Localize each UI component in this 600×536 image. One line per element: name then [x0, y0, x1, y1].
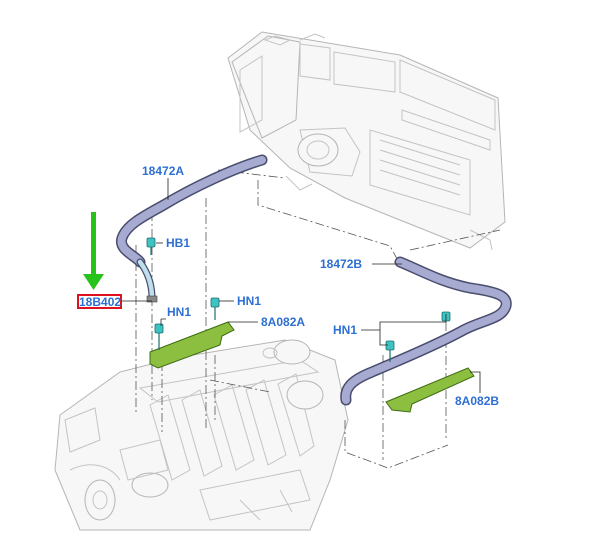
clip-hn1-right-2: [385, 340, 395, 362]
callout-hn1-right: HN1: [333, 323, 357, 337]
clip-hn1-upper: [210, 297, 220, 320]
callout-18472b: 18472B: [320, 257, 362, 271]
bracket-8a082b: [385, 367, 475, 413]
clip-hb1: [146, 237, 156, 255]
callout-8a082a: 8A082A: [261, 315, 305, 329]
fitting-18b402: [136, 258, 158, 303]
hvac-module-illustration: [227, 31, 506, 251]
engine-illustration: [54, 339, 349, 531]
highlight-box: [77, 294, 122, 309]
bracket-8a082a: [149, 321, 235, 369]
heater-hose-18472b: [340, 256, 512, 406]
leader-lines: [121, 178, 481, 393]
pointer-arrow-icon: [83, 212, 104, 290]
callout-18472a: 18472A: [142, 164, 184, 178]
callout-hn1-upper: HN1: [237, 294, 261, 308]
callout-hn1-left: HN1: [167, 305, 191, 319]
clip-hn1-left: [154, 323, 164, 350]
callout-hb1: HB1: [166, 236, 190, 250]
callout-8a082b: 8A082B: [455, 394, 499, 408]
heater-hose-18472a: [116, 154, 268, 268]
callout-18b402: 18B402: [79, 295, 121, 309]
